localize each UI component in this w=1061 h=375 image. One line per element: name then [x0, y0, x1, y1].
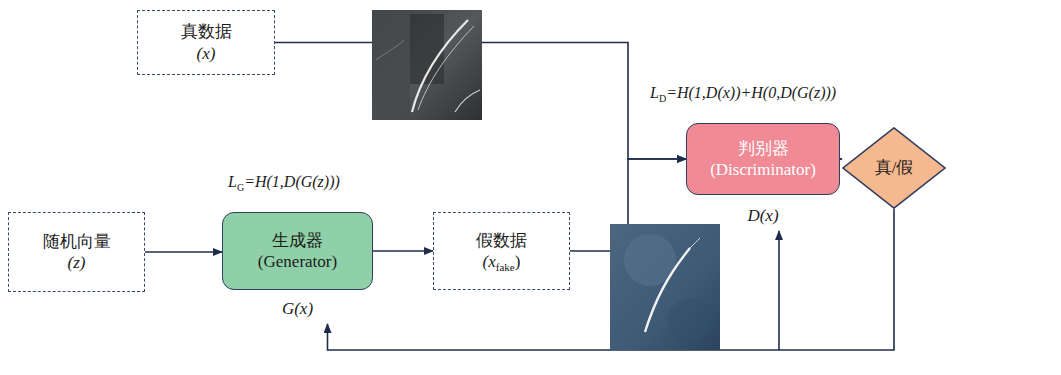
formula-text: G [237, 182, 244, 193]
node-text: 随机向量 [43, 231, 111, 252]
node-text: (Generator) [258, 251, 337, 272]
connector-arrow [145, 251, 222, 253]
fake-sample-image [610, 224, 720, 350]
connector-arrow [840, 158, 842, 160]
function-label: G(x) [223, 299, 372, 319]
node-text: ) [515, 251, 521, 272]
text-row: (xfake) [483, 251, 521, 272]
connector-arrow [373, 250, 433, 252]
node-text: 生成器 [272, 230, 323, 251]
node-text: (x) [197, 43, 216, 64]
text-row: (x) [197, 43, 216, 64]
formula-text: =H(1,D(x))+H(0,D(G(z))) [666, 84, 836, 102]
node-text: (Discriminator) [710, 159, 816, 180]
real-sample-image [372, 10, 482, 120]
connector-arrow [328, 209, 895, 350]
formula-text: L [650, 84, 659, 102]
generator-box: 生成器(Generator)G(x) [222, 212, 373, 290]
text-row: 判别器 [738, 138, 789, 159]
decision-diamond: 真/假 [842, 127, 946, 209]
node-text: (z) [68, 252, 86, 273]
loss-formula: LG=H(1,D(G(z))) [228, 173, 340, 191]
data-box: 随机向量(z) [8, 212, 145, 292]
data-box: 真数据(x) [137, 10, 275, 75]
loss-formula: LD=H(1,D(x))+H(0,D(G(z))) [650, 84, 836, 102]
node-text: 真数据 [181, 21, 232, 42]
node-text: (x [483, 251, 496, 272]
node-text: fake [496, 261, 515, 275]
node-text: 真/假 [875, 157, 914, 178]
text-row: 生成器 [272, 230, 323, 251]
text-row: (z) [68, 252, 86, 273]
data-box: 假数据(xfake) [433, 212, 570, 290]
formula-text: L [228, 173, 237, 191]
formula-text: D [659, 93, 666, 104]
function-label: D(x) [687, 206, 839, 226]
discriminator-box: 判别器(Discriminator)D(x) [686, 123, 840, 195]
node-text: 判别器 [738, 138, 789, 159]
text-row: (Discriminator) [710, 159, 816, 180]
text-row: 真数据 [181, 21, 232, 42]
text-row: 假数据 [476, 230, 527, 251]
formula-text: =H(1,D(G(z))) [244, 173, 340, 191]
connector-arrow [778, 231, 780, 350]
node-text: 假数据 [476, 230, 527, 251]
text-row: 真/假 [875, 157, 914, 178]
text-row: (Generator) [258, 251, 337, 272]
text-row: 随机向量 [43, 231, 111, 252]
